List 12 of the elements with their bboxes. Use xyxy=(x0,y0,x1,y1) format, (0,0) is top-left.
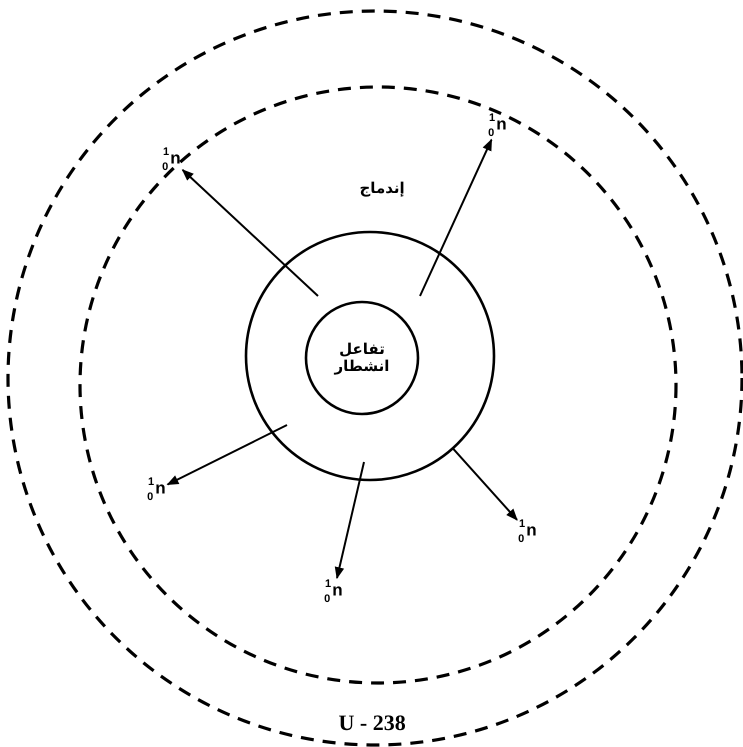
layer-label: تفاعل انشطار xyxy=(332,340,390,375)
arrow xyxy=(419,138,492,296)
circle xyxy=(246,232,494,480)
dashed-circle xyxy=(8,11,742,745)
arrow xyxy=(452,448,518,521)
circle xyxy=(306,302,418,414)
layer-label: إندماج xyxy=(360,180,405,197)
arrow xyxy=(166,424,288,486)
dashed-circle xyxy=(80,87,676,683)
layer-label: U - 238 xyxy=(338,710,406,735)
arrow xyxy=(182,169,319,297)
arrow xyxy=(334,462,365,580)
